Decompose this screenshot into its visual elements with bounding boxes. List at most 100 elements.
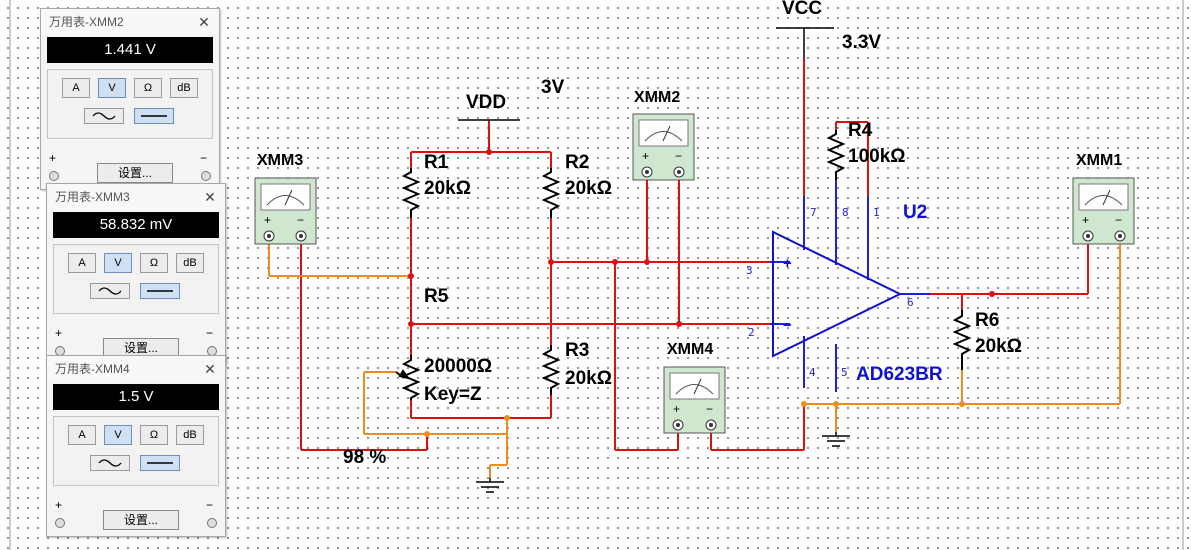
close-icon[interactable]: ✕ (198, 14, 210, 30)
negative-terminal-label: − (205, 498, 213, 512)
panel-title-bar[interactable]: 万用表-XMM4 ✕ (47, 356, 225, 382)
xmm4-label: XMM4 (667, 341, 713, 358)
pin-number: 3 (746, 264, 753, 277)
multimeter-panel-xmm4[interactable]: 万用表-XMM4 ✕ 1.5 V A V Ω dB + − 设置... (46, 355, 226, 537)
r4-value: 100kΩ (848, 146, 906, 167)
r5-value: 20000Ω (424, 356, 492, 377)
positive-terminal[interactable] (55, 518, 65, 528)
svg-text:+: + (673, 402, 680, 416)
meter-reading: 1.5 V (53, 384, 219, 410)
xmm4-symbol[interactable]: XMM4 + − (663, 341, 726, 434)
meter-controls: A V Ω dB (53, 416, 219, 486)
ground-symbols (476, 432, 850, 493)
r1-label: R1 (424, 152, 449, 173)
mode-button-db[interactable]: dB (170, 78, 198, 98)
xmm3-label: XMM3 (257, 152, 303, 169)
resistor-r3 (541, 345, 561, 395)
mode-button-ohmmeter[interactable]: Ω (140, 425, 168, 445)
pin-number: 2 (748, 326, 755, 339)
meter-controls: A V Ω dB (53, 244, 219, 314)
mode-button-ammeter[interactable]: A (68, 253, 96, 273)
r2-value: 20kΩ (565, 178, 612, 199)
mode-button-ammeter[interactable]: A (68, 425, 96, 445)
blue-wires (770, 180, 930, 392)
pin-number: 1 (873, 206, 880, 219)
opamp-part: AD623BR (856, 364, 943, 385)
dc-line-button[interactable] (140, 283, 180, 299)
r4-label: R4 (848, 120, 873, 141)
mode-button-ohmmeter[interactable]: Ω (134, 78, 162, 98)
opamp-ref: U2 (903, 202, 927, 223)
resistor-r2 (541, 168, 561, 218)
mode-button-db[interactable]: dB (176, 253, 204, 273)
negative-terminal[interactable] (207, 518, 217, 528)
multimeter-panel-xmm3[interactable]: 万用表-XMM3 ✕ 58.832 mV A V Ω dB + − 设置... (46, 183, 226, 365)
panel-title-bar[interactable]: 万用表-XMM2 ✕ (41, 9, 219, 35)
pin-number: 7 (810, 206, 817, 219)
svg-text:−: − (1115, 213, 1122, 227)
orange-wires (268, 243, 1121, 478)
negative-terminal-label: − (205, 326, 213, 340)
resistor-r4 (826, 130, 846, 180)
meter-reading: 58.832 mV (53, 212, 219, 238)
r1-value: 20kΩ (424, 178, 471, 199)
mode-button-ohmmeter[interactable]: Ω (140, 253, 168, 273)
r6-value: 20kΩ (975, 336, 1022, 357)
opamp-minus-sign: − (783, 317, 792, 334)
panel-title: 万用表-XMM2 (49, 15, 124, 29)
positive-terminal-label: + (55, 498, 63, 512)
negative-terminal[interactable] (201, 171, 211, 181)
pin-number: 4 (809, 366, 816, 379)
ac-wave-icon (98, 459, 122, 467)
close-icon[interactable]: ✕ (204, 189, 216, 205)
panel-title-bar[interactable]: 万用表-XMM3 ✕ (47, 184, 225, 210)
dc-line-icon (147, 462, 173, 464)
ac-wave-icon (92, 112, 116, 120)
resistor-r6 (952, 310, 972, 370)
xmm2-symbol[interactable]: XMM2 + − (632, 89, 695, 181)
settings-button[interactable]: 设置... (97, 163, 173, 183)
xmm2-label: XMM2 (634, 89, 680, 106)
junction-dots-orange (424, 401, 965, 437)
mode-button-voltmeter[interactable]: V (104, 425, 132, 445)
resistor-symbols (395, 130, 972, 400)
svg-text:−: − (297, 213, 304, 227)
positive-terminal[interactable] (49, 171, 59, 181)
positive-terminal-label: + (49, 151, 57, 165)
junction-dots (408, 149, 995, 327)
dc-line-button[interactable] (134, 108, 174, 124)
meter-controls: A V Ω dB (47, 69, 213, 139)
dc-line-icon (147, 290, 173, 292)
ac-wave-icon (98, 287, 122, 295)
pin-number: 6 (907, 296, 914, 309)
svg-text:−: − (675, 149, 682, 163)
mode-button-voltmeter[interactable]: V (104, 253, 132, 273)
dc-line-button[interactable] (140, 455, 180, 471)
opamp-plus-sign: + (783, 255, 792, 272)
vdd-value: 3V (541, 77, 565, 98)
svg-text:+: + (1082, 213, 1089, 227)
settings-button[interactable]: 设置... (103, 510, 179, 530)
ac-wave-button[interactable] (90, 283, 130, 299)
mode-button-ammeter[interactable]: A (62, 78, 90, 98)
close-icon[interactable]: ✕ (204, 361, 216, 377)
ac-wave-button[interactable] (84, 108, 124, 124)
r3-label: R3 (565, 340, 589, 361)
mode-button-voltmeter[interactable]: V (98, 78, 126, 98)
xmm1-symbol[interactable]: XMM1 + − (1072, 152, 1135, 245)
positive-terminal-label: + (55, 326, 63, 340)
pin-number: 5 (841, 366, 848, 379)
opamp-body (772, 230, 903, 358)
r6-label: R6 (975, 310, 999, 331)
xmm1-label: XMM1 (1076, 152, 1122, 169)
xmm3-symbol[interactable]: XMM3 + − (254, 152, 317, 245)
r2-label: R2 (565, 152, 589, 173)
r5-label: R5 (424, 286, 449, 307)
multimeter-panel-xmm2[interactable]: 万用表-XMM2 ✕ 1.441 V A V Ω dB + − 设置... (40, 8, 220, 190)
ac-wave-button[interactable] (90, 455, 130, 471)
r5-key: Key=Z (424, 384, 482, 405)
vcc-value: 3.3V (842, 32, 881, 53)
potentiometer-r5 (401, 355, 421, 400)
mode-button-db[interactable]: dB (176, 425, 204, 445)
